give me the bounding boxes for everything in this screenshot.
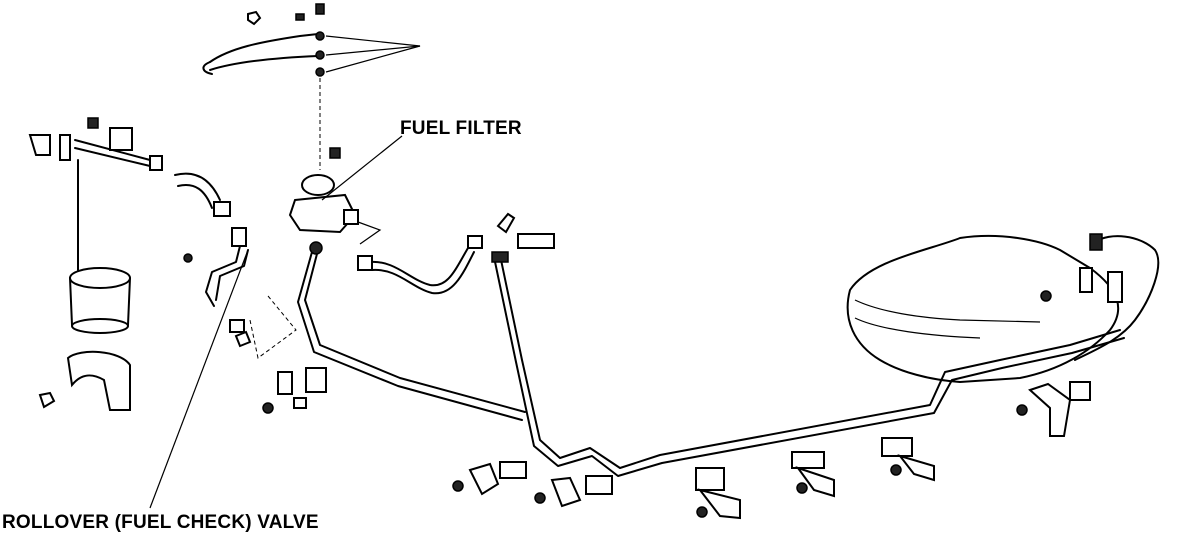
rollover-valve-assembly	[183, 227, 327, 414]
canister-hose	[174, 172, 221, 201]
fuel-filter	[288, 147, 382, 255]
fuel-filter-leader	[321, 135, 403, 201]
filter-outlet-hose	[369, 247, 469, 287]
fuel-filter-label: FUEL FILTER	[400, 118, 522, 139]
main-fuel-lines	[297, 249, 1125, 477]
charcoal-canister	[28, 117, 163, 411]
line-clamps	[452, 233, 1123, 520]
top-hose-assembly	[202, 3, 421, 170]
rollover-valve-leader	[149, 249, 249, 509]
rollover-valve-label: ROLLOVER (FUEL CHECK) VALVE	[2, 512, 319, 533]
fuel-tank	[846, 234, 1120, 383]
